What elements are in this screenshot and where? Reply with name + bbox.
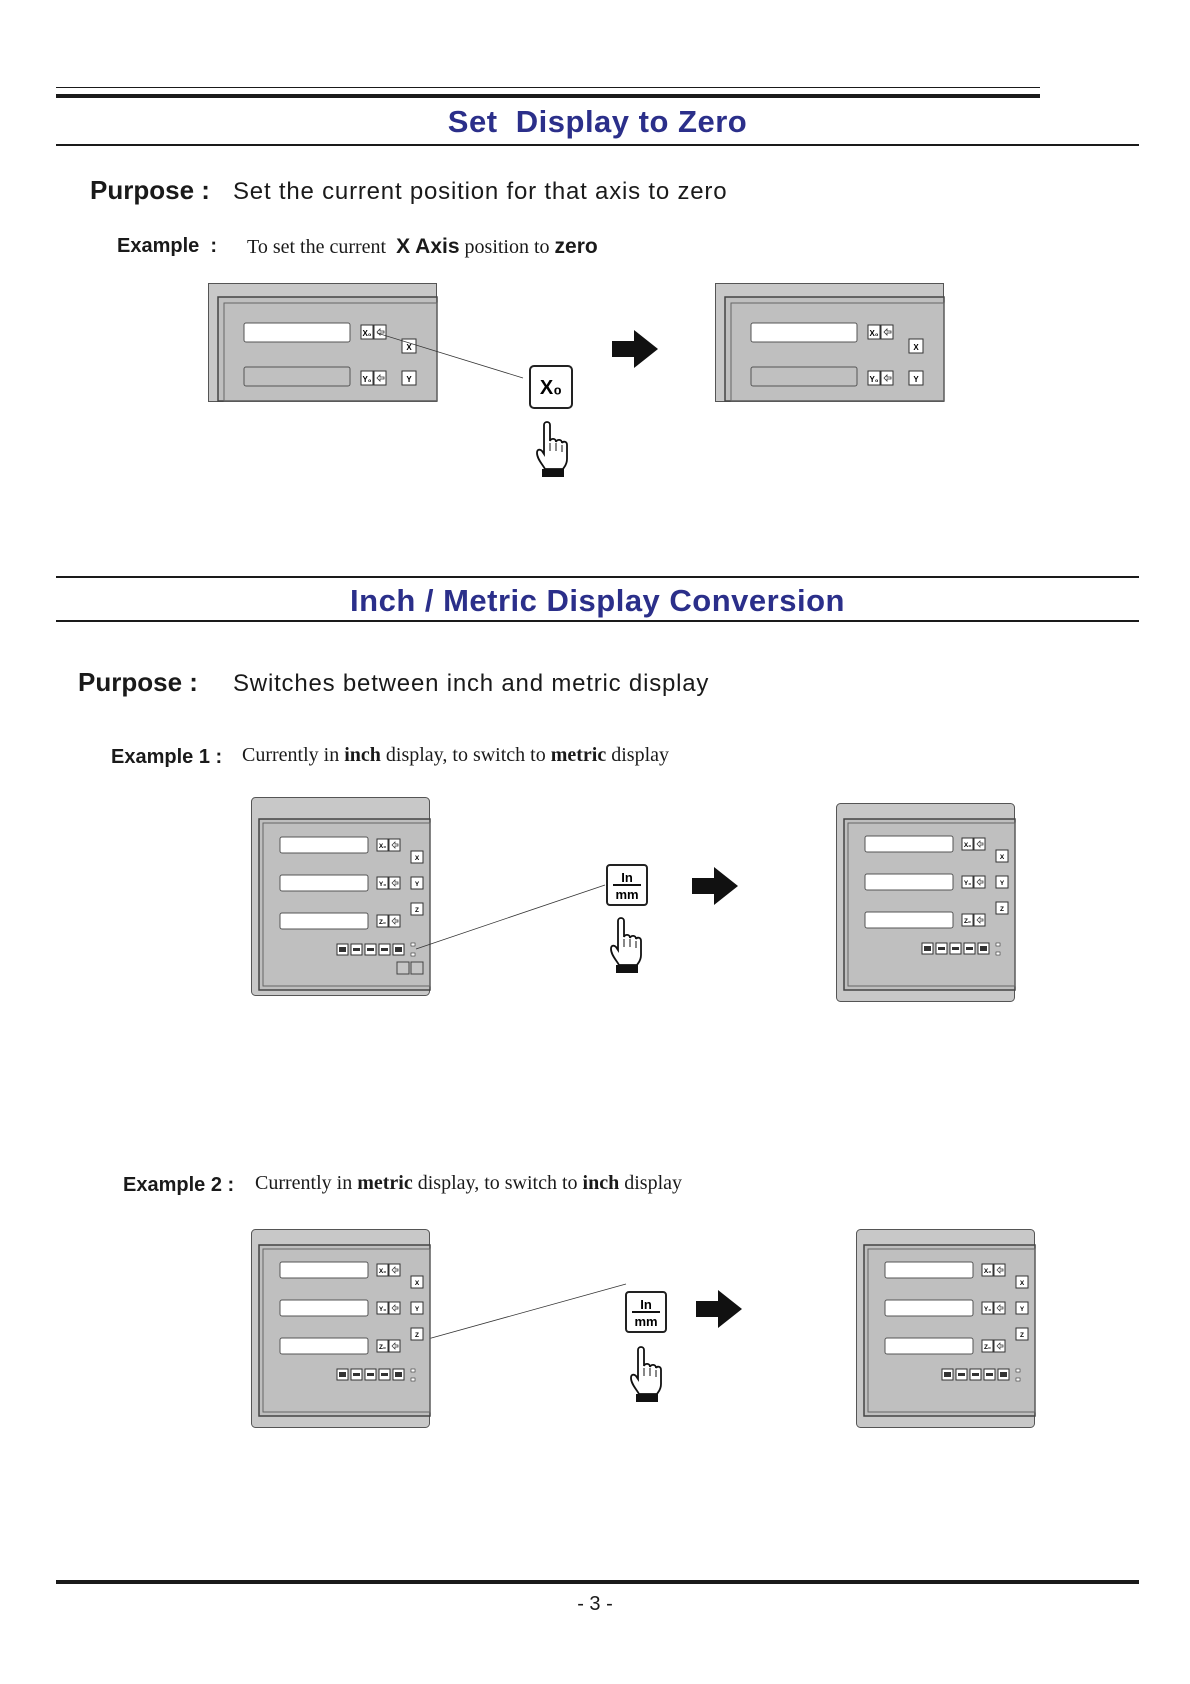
- svg-text:In: In: [621, 870, 633, 885]
- svg-text:Z: Z: [1020, 1332, 1024, 1339]
- svg-text:Y: Y: [415, 1306, 420, 1313]
- example2-label: Example 2 :: [123, 1174, 235, 1196]
- svg-text:Y: Y: [415, 881, 420, 888]
- svg-text:Y₀: Y₀: [379, 1306, 386, 1313]
- svg-text:Y₀: Y₀: [379, 881, 386, 888]
- pointing-hand-icon: [536, 421, 568, 477]
- svg-text:Z: Z: [1000, 906, 1004, 913]
- svg-text:Y₀: Y₀: [870, 375, 879, 384]
- svg-text:X₀: X₀: [984, 1268, 991, 1275]
- pointing-hand-icon: [610, 917, 642, 973]
- page-number: - 3 -: [577, 1593, 613, 1615]
- svg-text:X: X: [415, 855, 420, 862]
- pointing-hand-icon: [630, 1346, 662, 1402]
- svg-text:X₀: X₀: [379, 843, 386, 850]
- svg-text:Y: Y: [406, 375, 412, 384]
- svg-text:mm: mm: [615, 887, 638, 902]
- svg-text:Z₀: Z₀: [964, 918, 971, 925]
- section-title-set-zero: Set Display to Zero: [447, 104, 748, 139]
- svg-text:In: In: [640, 1297, 652, 1312]
- purpose-label-2: Purpose :: [78, 667, 198, 697]
- svg-text:Y: Y: [1000, 880, 1005, 887]
- example1-label: Example 1 :: [111, 746, 223, 768]
- svg-text:X: X: [1000, 854, 1005, 861]
- svg-text:mm: mm: [634, 1314, 657, 1329]
- arrow-right-icon: [612, 330, 658, 368]
- example2-text: Currently in metric display, to switch t…: [255, 1172, 683, 1194]
- example-text: To set the current X Axis position to ze…: [247, 235, 598, 258]
- svg-text:X₀: X₀: [964, 842, 971, 849]
- svg-text:Y₀: Y₀: [964, 880, 971, 887]
- arrow-right-icon: [696, 1290, 742, 1328]
- x-zero-key[interactable]: X₀: [529, 365, 573, 409]
- dro-3axis-panel-after-1: X₀ X Y₀ Y Z Z₀: [836, 803, 1016, 1002]
- svg-text:X₀: X₀: [379, 1268, 386, 1275]
- svg-text:Y: Y: [913, 375, 919, 384]
- dro-3axis-panel-before-1: X₀ X Y₀ Y Z Z₀: [251, 797, 431, 996]
- section-title-inch-metric: Inch / Metric Display Conversion: [350, 583, 845, 618]
- svg-text:Z: Z: [415, 907, 419, 914]
- in-mm-key-1[interactable]: In mm: [606, 864, 648, 906]
- svg-text:X₀: X₀: [363, 329, 372, 338]
- svg-text:X: X: [415, 1280, 420, 1287]
- dro-panel-after: X₀ X Y₀ Y: [715, 283, 945, 402]
- svg-text:X: X: [1020, 1280, 1025, 1287]
- svg-text:Y₀: Y₀: [363, 375, 372, 384]
- dro-3axis-panel-before-2: X₀ X Y₀ Y Z Z₀: [251, 1229, 431, 1428]
- svg-text:Y₀: Y₀: [984, 1306, 991, 1313]
- purpose-text: Set the current position for that axis t…: [233, 178, 728, 205]
- example1-text: Currently in inch display, to switch to …: [242, 744, 670, 766]
- svg-text:Z₀: Z₀: [379, 919, 386, 926]
- svg-text:Z₀: Z₀: [984, 1344, 991, 1351]
- svg-text:Y: Y: [1020, 1306, 1025, 1313]
- purpose-label: Purpose :: [90, 175, 210, 205]
- section2-bottom-rule: [56, 620, 1139, 622]
- header-thin-rule: [56, 87, 1040, 88]
- svg-text:X₀: X₀: [540, 377, 562, 399]
- section-title-underline: [56, 144, 1139, 146]
- svg-text:Z₀: Z₀: [379, 1344, 386, 1351]
- svg-text:X₀: X₀: [870, 329, 879, 338]
- svg-text:Z: Z: [415, 1332, 419, 1339]
- dro-3axis-panel-after-2: X₀ X Y₀ Y Z Z₀: [856, 1229, 1036, 1428]
- in-mm-key-2[interactable]: In mm: [625, 1291, 667, 1333]
- svg-text:X: X: [913, 343, 919, 352]
- svg-text:X: X: [406, 343, 412, 352]
- purpose-text-2: Switches between inch and metric display: [233, 670, 710, 697]
- example-label: Example :: [117, 235, 218, 257]
- footer-rule: [56, 1580, 1139, 1584]
- section2-top-rule: [56, 576, 1139, 578]
- header-thick-rule: [56, 94, 1040, 98]
- dro-panel-before: X₀ X Y₀ Y: [208, 283, 438, 402]
- arrow-right-icon: [692, 867, 738, 905]
